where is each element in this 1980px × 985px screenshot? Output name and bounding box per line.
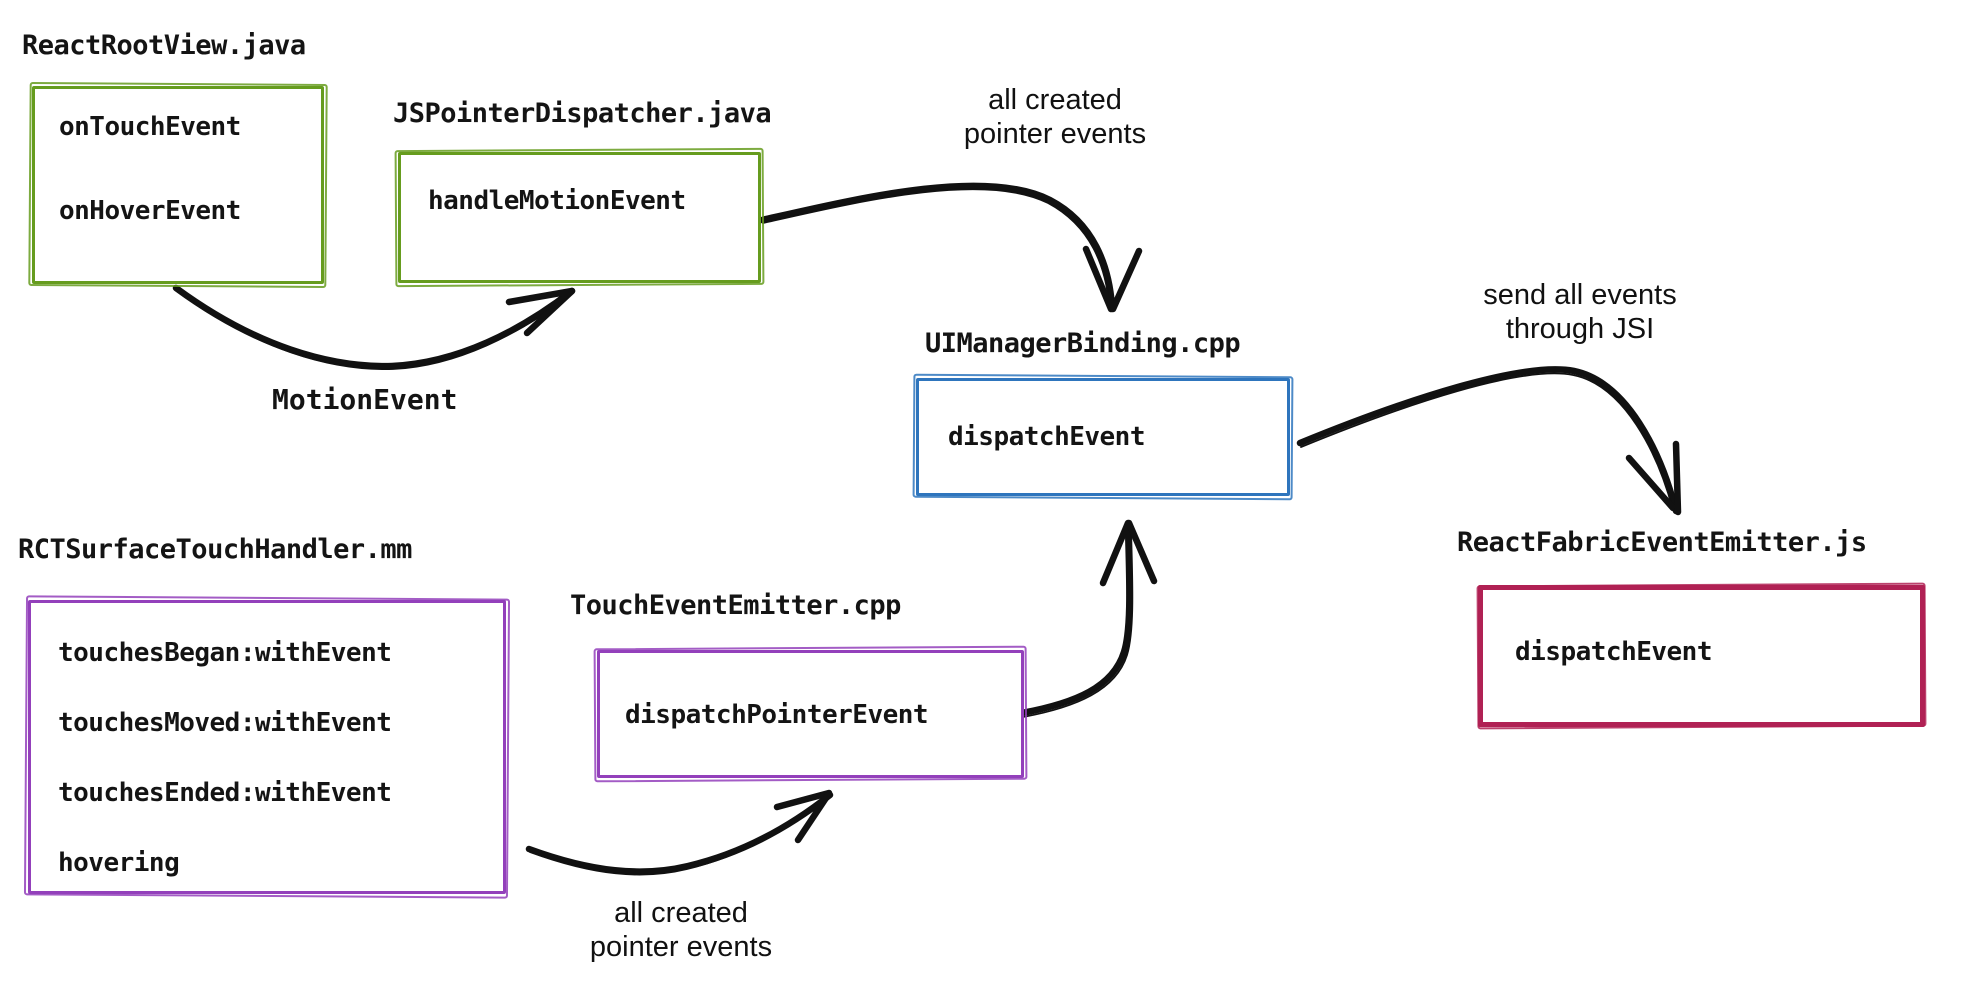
method-list: dispatchEvent bbox=[1483, 590, 1920, 722]
arrowhead bbox=[505, 287, 576, 306]
arrowhead bbox=[1082, 245, 1115, 313]
arrow-motionevent bbox=[172, 284, 576, 370]
method-label: touchesEnded:withEvent bbox=[58, 778, 392, 808]
edge-label-send-through-jsi: send all events through JSI bbox=[1420, 278, 1740, 346]
note-line: pointer events bbox=[589, 931, 773, 963]
arrowhead bbox=[1125, 519, 1158, 585]
file-title: ReactRootView.java bbox=[22, 30, 306, 61]
method-label: dispatchPointerEvent bbox=[625, 700, 929, 730]
rct-surface-touch-handler-box: touchesBegan:withEvent touchesMoved:with… bbox=[28, 600, 506, 894]
method-list: dispatchEvent bbox=[919, 381, 1287, 493]
ui-manager-binding-box: dispatchEvent bbox=[916, 378, 1290, 496]
note-line: all created bbox=[988, 84, 1122, 116]
note-line: pointer events bbox=[963, 118, 1147, 150]
arrowhead bbox=[1625, 454, 1677, 512]
react-fabric-event-emitter-box: dispatchEvent bbox=[1478, 585, 1925, 727]
arrowhead bbox=[773, 789, 833, 811]
edge-label-created-pointer-events-top: all created pointer events bbox=[905, 83, 1205, 151]
arrowhead bbox=[1099, 519, 1132, 587]
edge-label-created-pointer-events-bottom: all created pointer events bbox=[531, 896, 831, 964]
edge-label-motionevent: MotionEvent bbox=[272, 383, 458, 416]
react-root-view-box: onTouchEvent onHoverEvent bbox=[32, 86, 324, 284]
method-list: dispatchPointerEvent bbox=[600, 653, 1021, 775]
file-title: JSPointerDispatcher.java bbox=[393, 98, 772, 129]
method-label: touchesMoved:withEvent bbox=[58, 708, 392, 738]
method-label: touchesBegan:withEvent bbox=[58, 638, 392, 668]
method-label: onHoverEvent bbox=[59, 196, 241, 226]
method-label: dispatchEvent bbox=[1515, 637, 1713, 667]
method-label: hovering bbox=[58, 848, 180, 878]
method-list: onTouchEvent onHoverEvent bbox=[35, 89, 321, 281]
method-label: handleMotionEvent bbox=[428, 186, 686, 216]
method-list: handleMotionEvent bbox=[401, 155, 758, 280]
file-title: RCTSurfaceTouchHandler.mm bbox=[18, 534, 412, 565]
file-title: UIManagerBinding.cpp bbox=[925, 328, 1241, 359]
method-label: dispatchEvent bbox=[948, 422, 1146, 452]
arrowhead bbox=[523, 288, 575, 337]
file-title: ReactFabricEventEmitter.js bbox=[1457, 527, 1867, 558]
method-label: onTouchEvent bbox=[59, 112, 241, 142]
arrow-pointer-events-android bbox=[758, 182, 1143, 313]
note-line: through JSI bbox=[1505, 313, 1655, 345]
arrowhead bbox=[794, 791, 832, 844]
arrowhead bbox=[1672, 440, 1682, 516]
note-line: all created bbox=[614, 897, 748, 929]
file-title: TouchEventEmitter.cpp bbox=[570, 590, 901, 621]
js-pointer-dispatcher-box: handleMotionEvent bbox=[398, 152, 761, 283]
method-list: touchesBegan:withEvent touchesMoved:with… bbox=[31, 603, 503, 891]
note-line: send all events bbox=[1483, 279, 1677, 311]
arrow-jsi bbox=[1296, 366, 1682, 516]
arrow-dispatch-to-binding bbox=[1018, 519, 1158, 718]
arrow-pointer-events-ios bbox=[525, 789, 834, 876]
arrowhead bbox=[1109, 247, 1143, 313]
touch-event-emitter-box: dispatchPointerEvent bbox=[597, 650, 1024, 778]
